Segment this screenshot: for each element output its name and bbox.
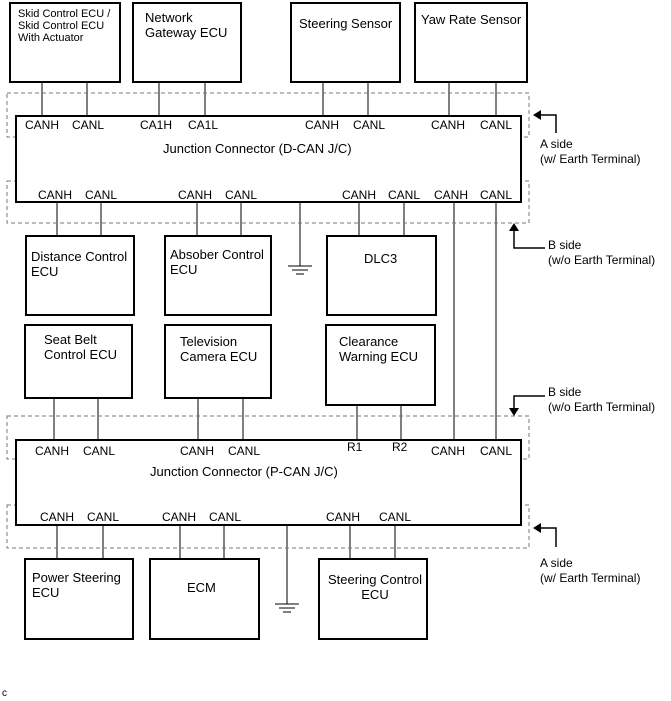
a-side-pointer-1 — [540, 114, 557, 133]
arrow-up-icon — [509, 223, 519, 231]
ecu-label: Power Steering ECU — [32, 570, 121, 600]
pin-label: CANH — [434, 188, 469, 202]
a-side-pointer-2 — [540, 527, 557, 547]
pin-label: CANL — [480, 188, 513, 202]
pin-label: CANL — [228, 444, 261, 458]
ecu-seat-belt-control: Seat Belt Control ECU — [24, 324, 133, 399]
a-side-label: A side (w/ Earth Terminal) — [540, 137, 641, 166]
ecu-label: DLC3 — [364, 251, 398, 266]
pcan-title: Junction Connector (P-CAN J/C) — [150, 464, 338, 479]
ecu-label: Skid Control ECU / Skid Control ECU With… — [18, 8, 111, 44]
b-side-pointer-1 — [513, 230, 545, 249]
pcan-junction-connector — [15, 439, 522, 526]
pin-label: CANL — [83, 444, 116, 458]
ecu-label: Steering Sensor — [299, 16, 393, 31]
pin-label: CANL — [225, 188, 258, 202]
ground-icon — [275, 603, 299, 613]
dcan-junction-connector — [15, 115, 522, 203]
ecu-power-steering: Power Steering ECU — [24, 558, 134, 640]
ecu-label: Clearance Warning ECU — [339, 334, 418, 364]
b-side-label: B side (w/o Earth Terminal) — [548, 385, 656, 414]
pin-label: CANL — [388, 188, 421, 202]
pin-label: CANH — [180, 444, 215, 458]
ecu-absober-control: Absober Control ECU — [164, 235, 272, 316]
ecu-label: ECM — [187, 580, 216, 595]
pin-label: CANH — [35, 444, 70, 458]
pin-label: CANL — [480, 118, 513, 132]
figure-code: c — [2, 688, 7, 699]
pin-label: CANH — [326, 510, 361, 524]
ecu-skid-control: Skid Control ECU / Skid Control ECU With… — [9, 2, 121, 83]
pin-label: CANL — [379, 510, 412, 524]
pin-label: CANL — [85, 188, 118, 202]
ecu-yaw-rate-sensor: Yaw Rate Sensor — [414, 2, 528, 83]
ecu-clearance-warning: Clearance Warning ECU — [325, 324, 436, 406]
pin-label: R1 — [347, 440, 363, 454]
ecu-label: Distance Control ECU — [31, 249, 128, 279]
pin-label: CANH — [38, 188, 73, 202]
pin-label: CANH — [178, 188, 213, 202]
arrow-down-icon — [509, 408, 519, 416]
ecu-television-camera: Television Camera ECU — [164, 324, 272, 399]
ecu-label: Absober Control ECU — [170, 247, 264, 277]
ecu-dlc3: DLC3 — [326, 235, 437, 316]
ground-icon — [288, 265, 312, 275]
pin-label: CANH — [305, 118, 340, 132]
ecu-label: Yaw Rate Sensor — [421, 12, 522, 27]
arrow-left-icon — [533, 110, 541, 120]
ecu-label: Steering Control ECU — [328, 572, 422, 602]
pin-label: CANH — [25, 118, 60, 132]
dcan-title: Junction Connector (D-CAN J/C) — [163, 141, 352, 156]
ecu-steering-control: Steering Control ECU — [318, 558, 428, 640]
ecu-distance-control: Distance Control ECU — [25, 235, 135, 316]
b-side-pointer-2 — [513, 395, 545, 409]
pin-label: CANH — [40, 510, 75, 524]
pin-label: CANL — [353, 118, 386, 132]
ecu-ecm: ECM — [149, 558, 260, 640]
pin-label: CANH — [342, 188, 377, 202]
a-side-label: A side (w/ Earth Terminal) — [540, 556, 641, 585]
pin-label: CANH — [431, 444, 466, 458]
pin-label: CANL — [209, 510, 242, 524]
ecu-label: Seat Belt Control ECU — [44, 332, 117, 362]
pin-label: R2 — [392, 440, 408, 454]
pin-label: CANH — [162, 510, 197, 524]
pin-label: CA1L — [188, 118, 219, 132]
pin-label: CANL — [480, 444, 513, 458]
ecu-network-gateway: Network Gateway ECU — [132, 2, 242, 83]
ecu-steering-sensor: Steering Sensor — [290, 2, 401, 83]
ecu-label: Network Gateway ECU — [145, 10, 228, 40]
b-side-label: B side (w/o Earth Terminal) — [548, 238, 656, 267]
pin-label: CANH — [431, 118, 466, 132]
pin-label: CANL — [87, 510, 120, 524]
pin-label: CANL — [72, 118, 105, 132]
arrow-left-icon — [533, 523, 541, 533]
ecu-label: Television Camera ECU — [180, 334, 258, 364]
pin-label: CA1H — [140, 118, 173, 132]
